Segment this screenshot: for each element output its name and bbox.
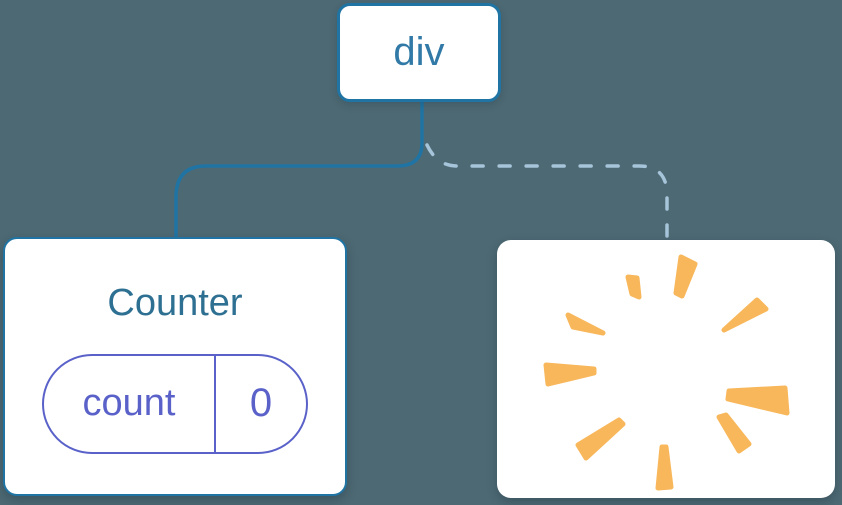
removed-component-card <box>497 240 835 498</box>
root-node-div: div <box>337 3 501 102</box>
counter-component-card: Counter count 0 <box>3 237 347 496</box>
state-value-label: 0 <box>249 381 273 426</box>
state-name-label: count <box>44 355 216 452</box>
state-pill: count 0 <box>42 353 308 454</box>
counter-title: Counter <box>107 282 243 324</box>
root-node-label: div <box>393 30 445 74</box>
connector-solid-line <box>174 100 424 238</box>
connector-dashed-line <box>425 143 669 241</box>
poof-sparkle-icon <box>543 254 790 491</box>
